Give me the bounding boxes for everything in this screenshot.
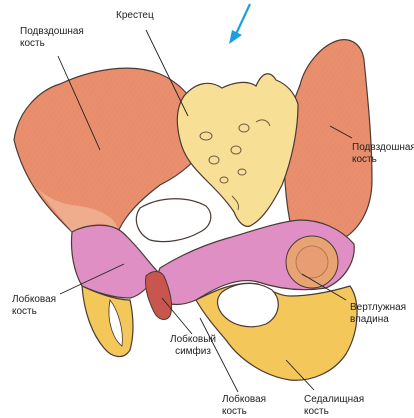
obturator-foramen-left [136,199,210,242]
label-pubic-bottom: Лобковая кость [222,394,266,418]
label-ilium-left: Подвздошная кость [20,26,84,50]
label-acetabulum: Вертлужная впадина [350,302,406,326]
label-pubic-left: Лобковая кость [12,294,56,318]
label-sacrum: Крестец [116,10,154,22]
label-ischium: Седалищная кость [304,394,364,418]
label-symphysis: Лобковый симфиз [170,334,216,358]
label-ilium-right: Подвздошная кость [352,142,414,166]
direction-arrow-icon [229,4,250,44]
